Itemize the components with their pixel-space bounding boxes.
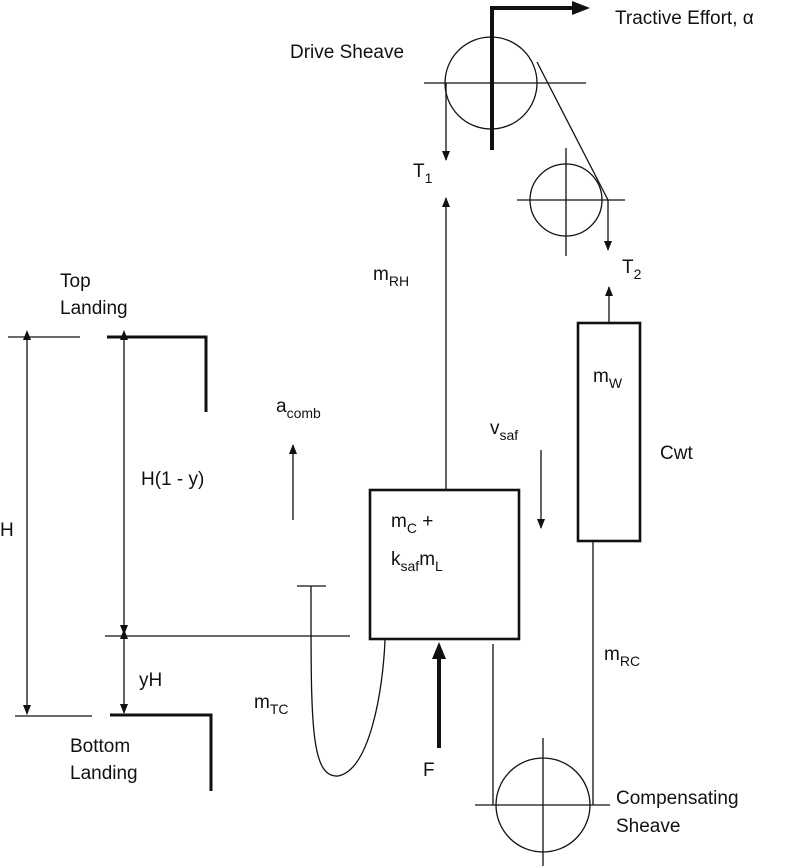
car-mass-label-line2: ksafmL — [391, 549, 443, 574]
h-1-minus-y-label: H(1 - y) — [141, 469, 204, 490]
drive-sheave-label: Drive Sheave — [290, 42, 404, 63]
tractive-effort-label: Tractive Effort, α — [615, 8, 754, 29]
bottom-landing-label-line1: Bottom — [70, 736, 130, 757]
car-box — [368, 488, 521, 641]
m-w-label: mW — [593, 366, 623, 391]
t1-label: T1 — [413, 161, 433, 186]
counterweight-box — [576, 321, 642, 543]
t2-label: T2 — [622, 257, 642, 282]
v-saf-label: vsaf — [490, 418, 518, 443]
top-landing-sill — [107, 335, 208, 412]
travelling-cable — [310, 585, 386, 777]
h-label: H — [0, 520, 14, 541]
compensating-sheave-label-line1: Compensating — [616, 788, 739, 809]
bottom-landing-sill — [110, 713, 213, 791]
force-f-arrowhead — [432, 642, 446, 659]
top-landing-label-line2: Landing — [60, 298, 128, 319]
bottom-landing-label-line2: Landing — [70, 763, 138, 784]
tractive-effort-arrowhead — [572, 1, 590, 15]
m-rc-label: mRC — [604, 644, 640, 669]
compensating-sheave-label-line2: Sheave — [616, 816, 680, 837]
a-comb-label: acomb — [276, 396, 321, 421]
yh-label: yH — [139, 670, 162, 691]
car-mass-label-line1: mC + — [391, 511, 433, 536]
m-rh-label: mRH — [373, 264, 409, 289]
tractive-effort-shaft — [490, 6, 575, 150]
cwt-label: Cwt — [660, 443, 693, 464]
f-label: F — [423, 760, 435, 781]
top-landing-label-line1: Top — [60, 271, 91, 292]
m-tc-label: mTC — [254, 692, 289, 717]
rope-drive-to-deflector — [536, 61, 609, 201]
